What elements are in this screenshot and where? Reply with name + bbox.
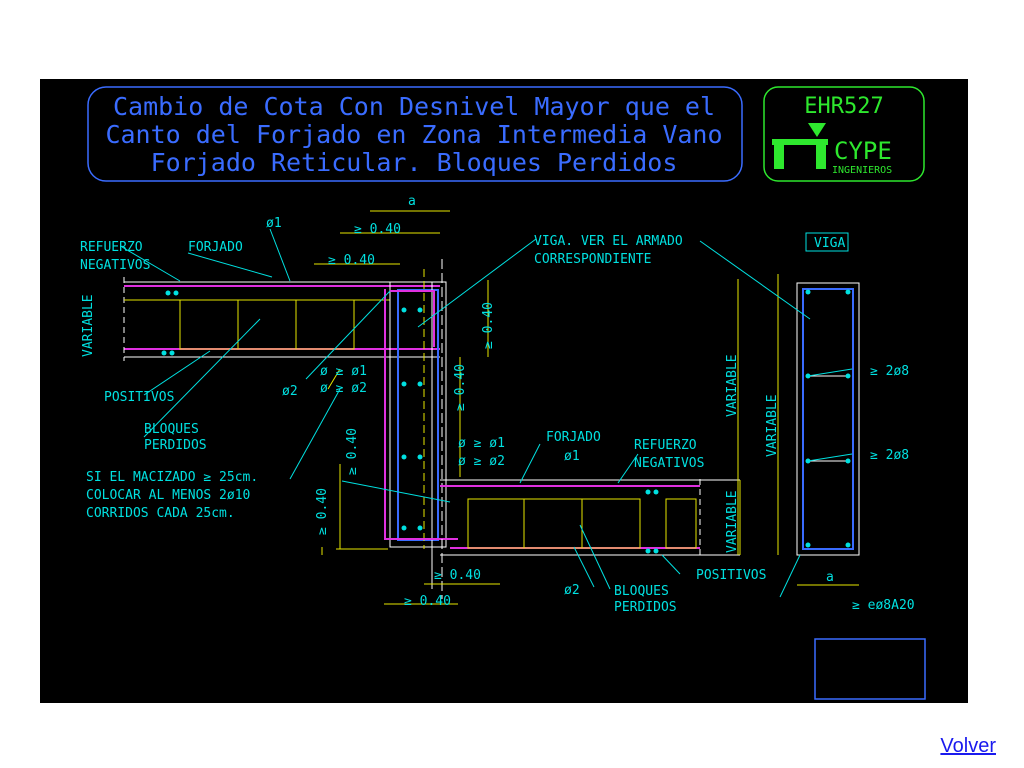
label-note-1: SI EL MACIZADO ≥ 25cm. [86,470,258,485]
label-variable-low: VARIABLE [725,490,740,553]
label-refuerzo-neg-2b: NEGATIVOS [634,456,704,471]
viga-cross-section [796,282,860,556]
labels: a ≥ 0.40 ≥ 0.40 ø1 REFUERZO NEGATIVOS FO… [80,194,915,615]
label-note-2: COLOCAR AL MENOS 2ø10 [86,488,250,503]
label-min040-1: ≥ 0.40 [354,222,401,237]
label-phi1-2: ø1 [564,449,580,464]
label-phi-ge2-a: ø ≥ ø2 [320,381,367,396]
label-min040-2: ≥ 0.40 [328,253,375,268]
label-min040-v2: ≥ 0.40 [453,364,468,411]
logo-triangle-icon [808,123,826,137]
label-viga-ver-b: CORRESPONDIENTE [534,252,651,267]
label-refuerzo-neg-2a: REFUERZO [634,438,697,453]
logo-sub: INGENIEROS [832,165,892,176]
title-line-3: Forjado Reticular. Bloques Perdidos [151,148,678,177]
dimension-lines [314,210,859,605]
title-line-2: Canto del Forjado en Zona Intermedia Van… [105,120,722,149]
label-bloques-1a: BLOQUES [144,422,199,437]
right-slab-bars [645,489,659,554]
label-bloques-2b: PERDIDOS [614,600,677,615]
leader-lines [121,228,853,598]
label-positivos-2: POSITIVOS [696,568,766,583]
cad-drawing: Cambio de Cota Con Desnivel Mayor que el… [40,79,968,703]
label-bar-2phi8-1: ≥ 2ø8 [870,364,909,379]
label-positivos-1: POSITIVOS [104,390,174,405]
cad-canvas: Cambio de Cota Con Desnivel Mayor que el… [80,86,926,700]
label-phi-ge1-b: ø ≥ ø1 [458,436,505,451]
label-phi1-top: ø1 [266,216,282,231]
label-forjado-2: FORJADO [546,430,601,445]
label-a-top: a [408,194,416,209]
left-slab-bars [161,290,179,356]
viga-box-frame [805,232,849,252]
beam-section [384,259,458,599]
left-slab [123,277,440,361]
viga-bars [805,289,851,548]
label-min040-v4: ≥ 0.40 [315,488,330,535]
label-min040-b1: ≥ 0.40 [434,568,481,583]
label-viga-box: VIGA [814,236,845,251]
label-bar-2phi8-2: ≥ 2ø8 [870,448,909,463]
label-forjado-1: FORJADO [188,240,243,255]
label-viga-ver-a: VIGA. VER EL ARMADO [534,234,683,249]
label-variable-right: VARIABLE [765,394,780,457]
title-frame [87,86,743,182]
label-min040-v3: ≥ 0.40 [345,428,360,475]
label-refuerzo-neg-1b: NEGATIVOS [80,258,150,273]
label-refuerzo-neg-1a: REFUERZO [80,240,143,255]
blank-frame [814,638,926,700]
right-slab [440,479,740,559]
label-phi2-2: ø2 [564,583,580,598]
logo-brand: CYPE [834,137,892,165]
label-variable-mid: VARIABLE [725,354,740,417]
cype-logo: EHR527 CYPE INGENIEROS [763,86,925,182]
title-line-1: Cambio de Cota Con Desnivel Mayor que el [113,92,715,121]
logo-code: EHR527 [804,94,883,119]
label-min040-b2: ≥ 0.40 [404,594,451,609]
volver-link[interactable]: Volver [940,735,996,757]
label-phi2-1: ø2 [282,384,298,399]
label-bloques-2a: BLOQUES [614,584,669,599]
label-bloques-1b: PERDIDOS [144,438,207,453]
beam-bars [401,307,423,531]
label-stirrups: ≥ eø8A20 [852,598,915,613]
label-a-bottom: a [826,570,834,585]
label-note-3: CORRIDOS CADA 25cm. [86,506,235,521]
label-variable-left: VARIABLE [81,294,96,357]
label-phi-ge2-b: ø ≥ ø2 [458,454,505,469]
label-phi-ge1-a: ø ≥ ø1 [320,364,367,379]
label-min040-v1: ≥ 0.40 [481,302,496,349]
